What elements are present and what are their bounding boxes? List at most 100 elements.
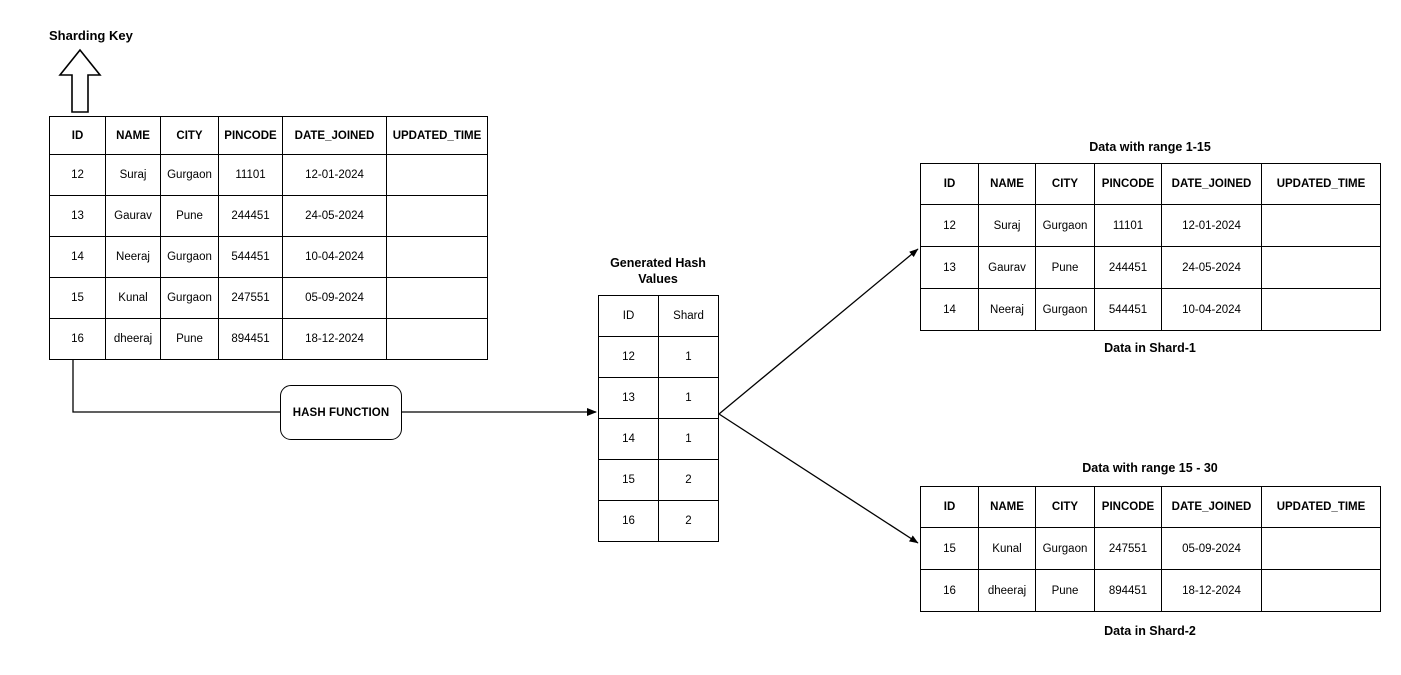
col-header-id: ID [920, 486, 979, 528]
col-header-shard: Shard [658, 295, 719, 337]
col-header-pincode: PINCODE [218, 116, 283, 155]
cell-id: 14 [598, 418, 659, 460]
cell-name: Suraj [105, 154, 161, 196]
hash-function-label: HASH FUNCTION [292, 406, 390, 419]
cell-shard: 2 [658, 459, 719, 501]
cell-id: 13 [598, 377, 659, 419]
cell-id: 15 [920, 527, 979, 570]
hash-values-caption: Generated Hash Values [588, 255, 728, 287]
cell-name: Neeraj [105, 236, 161, 278]
cell-pincode: 247551 [1094, 527, 1162, 570]
col-header-city: CITY [1035, 486, 1095, 528]
cell-id: 16 [49, 318, 106, 360]
hashtable-to-shard1-connector [718, 248, 919, 415]
table-row: 14 Neeraj Gurgaon 544451 10-04-2024 [49, 236, 488, 278]
cell-shard: 1 [658, 377, 719, 419]
cell-updated-time [1261, 204, 1381, 247]
col-header-pincode: PINCODE [1094, 486, 1162, 528]
cell-id: 15 [49, 277, 106, 319]
cell-pincode: 544451 [1094, 288, 1162, 331]
source-table: ID NAME CITY PINCODE DATE_JOINED UPDATED… [49, 116, 488, 360]
table-row: 15 Kunal Gurgaon 247551 05-09-2024 [920, 527, 1381, 570]
shard2-caption: Data in Shard-2 [1104, 624, 1196, 638]
col-header-updated-time: UPDATED_TIME [1261, 486, 1381, 528]
table-row: 12 Suraj Gurgaon 11101 12-01-2024 [920, 204, 1381, 247]
table-header-row: ID NAME CITY PINCODE DATE_JOINED UPDATED… [49, 116, 488, 155]
cell-date-joined: 24-05-2024 [1161, 246, 1262, 289]
table-row: 14 1 [598, 418, 719, 460]
col-header-id: ID [49, 116, 106, 155]
hashtable-to-shard2-connector [718, 413, 919, 544]
cell-city: Pune [1035, 569, 1095, 612]
cell-name: Gaurav [978, 246, 1036, 289]
shard1-table: ID NAME CITY PINCODE DATE_JOINED UPDATED… [920, 163, 1381, 331]
cell-city: Gurgaon [1035, 527, 1095, 570]
col-header-id: ID [920, 163, 979, 205]
table-row: 15 Kunal Gurgaon 247551 05-09-2024 [49, 277, 488, 319]
col-header-updated-time: UPDATED_TIME [1261, 163, 1381, 205]
cell-id: 12 [598, 336, 659, 378]
cell-date-joined: 24-05-2024 [282, 195, 387, 237]
col-header-city: CITY [160, 116, 219, 155]
cell-name: Gaurav [105, 195, 161, 237]
shard2-table: ID NAME CITY PINCODE DATE_JOINED UPDATED… [920, 486, 1381, 612]
table-to-hash-connector [72, 356, 280, 413]
cell-pincode: 244451 [218, 195, 283, 237]
cell-date-joined: 18-12-2024 [1161, 569, 1262, 612]
hash-values-caption-line2: Values [638, 272, 678, 286]
hash-values-caption-line1: Generated Hash [610, 256, 706, 270]
col-header-city: CITY [1035, 163, 1095, 205]
cell-updated-time [386, 277, 488, 319]
cell-date-joined: 10-04-2024 [1161, 288, 1262, 331]
cell-city: Gurgaon [1035, 288, 1095, 331]
cell-id: 13 [49, 195, 106, 237]
shard1-range-label: Data with range 1-15 [1089, 140, 1211, 154]
cell-city: Gurgaon [160, 236, 219, 278]
cell-id: 12 [920, 204, 979, 247]
col-header-name: NAME [978, 486, 1036, 528]
cell-shard: 1 [658, 418, 719, 460]
cell-shard: 2 [658, 500, 719, 542]
cell-shard: 1 [658, 336, 719, 378]
cell-name: Kunal [105, 277, 161, 319]
table-row: 15 2 [598, 459, 719, 501]
cell-date-joined: 12-01-2024 [282, 154, 387, 196]
table-row: 12 Suraj Gurgaon 11101 12-01-2024 [49, 154, 488, 196]
table-row: 16 dheeraj Pune 894451 18-12-2024 [49, 318, 488, 360]
table-row: 13 1 [598, 377, 719, 419]
col-header-date-joined: DATE_JOINED [282, 116, 387, 155]
cell-id: 15 [598, 459, 659, 501]
cell-updated-time [1261, 569, 1381, 612]
cell-updated-time [1261, 288, 1381, 331]
cell-city: Gurgaon [160, 154, 219, 196]
sharding-key-label: Sharding Key [49, 28, 133, 43]
cell-date-joined: 18-12-2024 [282, 318, 387, 360]
hash-function-box: HASH FUNCTION [280, 385, 402, 440]
table-row: 16 2 [598, 500, 719, 542]
cell-name: Kunal [978, 527, 1036, 570]
cell-pincode: 11101 [218, 154, 283, 196]
cell-updated-time [386, 195, 488, 237]
shard1-caption: Data in Shard-1 [1104, 341, 1196, 355]
cell-id: 12 [49, 154, 106, 196]
table-row: 13 Gaurav Pune 244451 24-05-2024 [920, 246, 1381, 289]
cell-pincode: 894451 [1094, 569, 1162, 612]
table-header-row: ID NAME CITY PINCODE DATE_JOINED UPDATED… [920, 163, 1381, 205]
cell-date-joined: 10-04-2024 [282, 236, 387, 278]
cell-date-joined: 12-01-2024 [1161, 204, 1262, 247]
col-header-date-joined: DATE_JOINED [1161, 486, 1262, 528]
cell-updated-time [386, 236, 488, 278]
cell-updated-time [1261, 246, 1381, 289]
cell-pincode: 11101 [1094, 204, 1162, 247]
cell-pincode: 244451 [1094, 246, 1162, 289]
cell-id: 14 [49, 236, 106, 278]
cell-pincode: 247551 [218, 277, 283, 319]
col-header-updated-time: UPDATED_TIME [386, 116, 488, 155]
cell-id: 16 [920, 569, 979, 612]
cell-city: Gurgaon [160, 277, 219, 319]
cell-id: 14 [920, 288, 979, 331]
table-header-row: ID NAME CITY PINCODE DATE_JOINED UPDATED… [920, 486, 1381, 528]
hash-values-table: ID Shard 12 1 13 1 14 1 15 2 16 [598, 295, 719, 542]
cell-city: Pune [160, 195, 219, 237]
